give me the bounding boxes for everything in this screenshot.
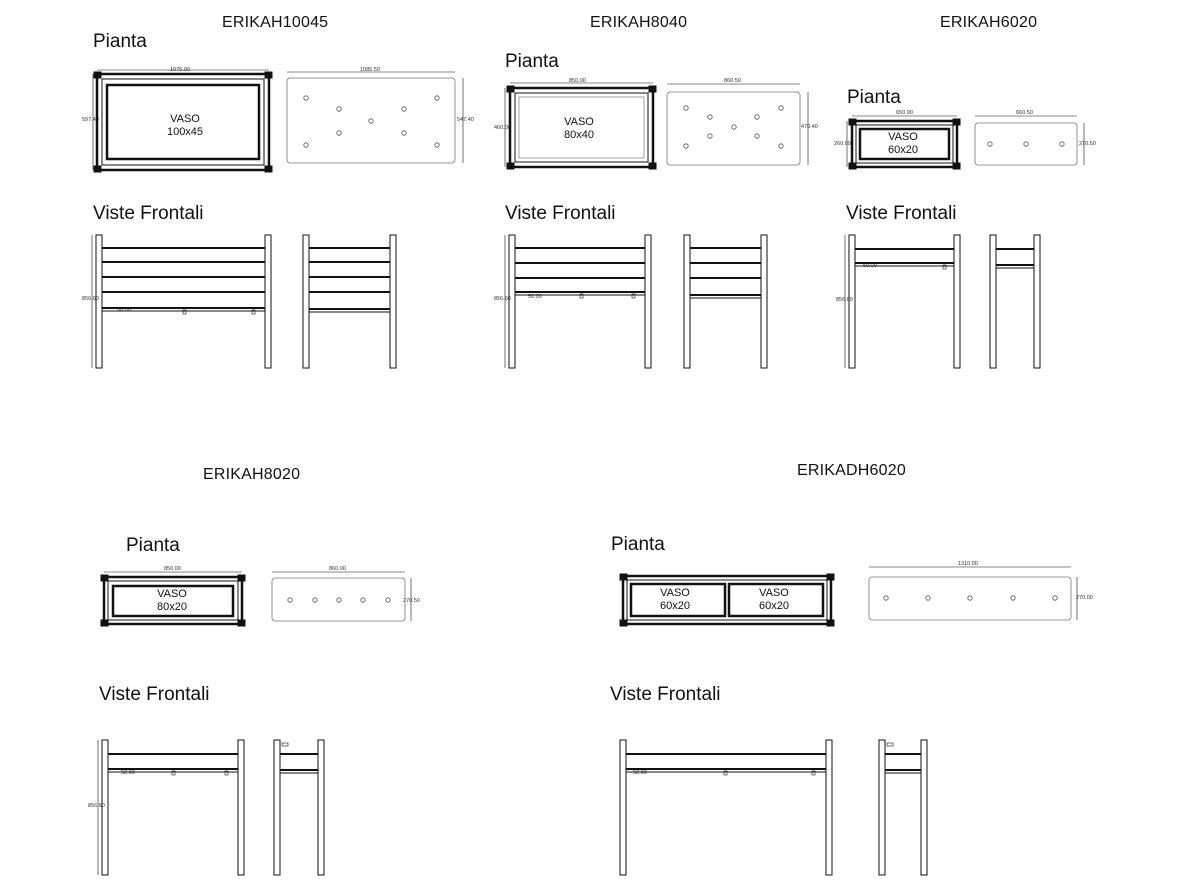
dimension-label: 856.60 (494, 296, 511, 302)
dimension-label: 856.60 (82, 296, 99, 302)
dimension-label: 856.60 (836, 297, 853, 303)
front-views-heading: Viste Frontali (610, 684, 721, 705)
dimension-label: 260.00 (834, 141, 851, 147)
side-view (302, 234, 397, 369)
plan-view (619, 573, 835, 627)
dimension-label: 597.40 (82, 117, 99, 123)
plan-heading: Pianta (505, 51, 559, 72)
plan-heading: Pianta (847, 87, 901, 108)
top-view (974, 115, 1085, 166)
front-views-heading: Viste Frontali (505, 203, 616, 224)
dimension-label: 50.00 (117, 307, 131, 313)
plan-view (846, 115, 961, 170)
plan-view (92, 69, 273, 173)
dimension-label: 460.00 (494, 125, 511, 131)
dimension-label: 270.00 (1076, 595, 1093, 601)
front-view (97, 739, 245, 876)
front-view (844, 234, 961, 369)
front-view (619, 739, 833, 876)
dimension-label: 860.00 (329, 566, 346, 572)
dimension-label: 850.00 (569, 78, 586, 84)
dimension-label: 547.40 (457, 117, 474, 123)
plan-view (100, 571, 246, 627)
plan-heading: Pianta (93, 31, 147, 52)
top-view (868, 566, 1078, 621)
side-view (878, 739, 928, 876)
dimension-label: 856.60 (88, 803, 105, 809)
dimension-label: 1310.00 (958, 561, 978, 567)
side-view (273, 739, 325, 876)
dimension-label: 50.00 (121, 770, 135, 776)
side-view (989, 234, 1041, 369)
front-views-heading: Viste Frontali (93, 203, 204, 224)
model-title-erikah8040: ERIKAH8040 (590, 14, 688, 31)
front-views-heading: Viste Frontali (99, 684, 210, 705)
dimension-label: 850.00 (164, 566, 181, 572)
dimension-label: 270.50 (403, 598, 420, 604)
model-title-erikah10045: ERIKAH10045 (222, 14, 329, 31)
dimension-label: 660.50 (1016, 110, 1033, 116)
dimension-label: 860.50 (724, 78, 741, 84)
dimension-label: 50.00 (528, 294, 542, 300)
front-view (504, 234, 652, 369)
top-view (286, 71, 464, 164)
dimension-label: 50.00 (633, 770, 647, 776)
dimension-label: 1085.50 (360, 67, 380, 73)
dimension-label: 650.00 (896, 110, 913, 116)
plan-heading: Pianta (611, 534, 665, 555)
plan-view (504, 82, 657, 170)
front-views-heading: Viste Frontali (846, 203, 957, 224)
side-view (683, 234, 768, 369)
model-title-erikah8020: ERIKAH8020 (203, 466, 301, 483)
top-view (666, 83, 809, 166)
model-title-erikadh6020: ERIKADH6020 (797, 462, 906, 479)
model-title-erikah6020: ERIKAH6020 (940, 14, 1038, 31)
plan-heading: Pianta (126, 535, 180, 556)
front-view (91, 234, 272, 369)
dimension-label: 270.50 (1079, 141, 1096, 147)
dimension-label: 470.40 (801, 124, 818, 130)
top-view (271, 571, 412, 622)
